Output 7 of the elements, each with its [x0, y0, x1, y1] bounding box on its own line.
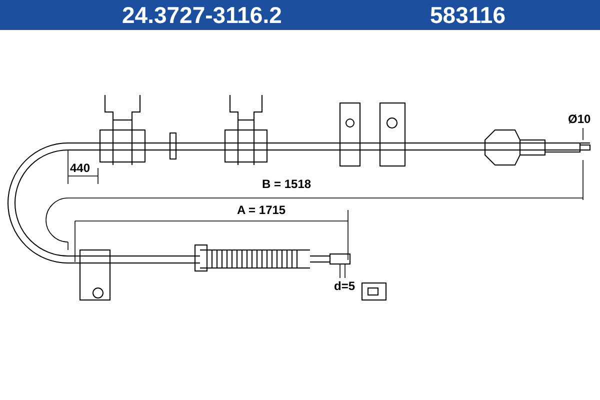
part-number-title: 24.3727-3116.2 [122, 2, 282, 29]
dimension-label: A = 1715 [237, 203, 286, 217]
dimension-label: 440 [70, 161, 90, 175]
dimension-label: d=5 [334, 279, 356, 293]
diameter-label: Ø10 [568, 112, 591, 126]
reference-number: 583116 [430, 2, 506, 29]
dimension-label: B = 1518 [262, 177, 312, 191]
